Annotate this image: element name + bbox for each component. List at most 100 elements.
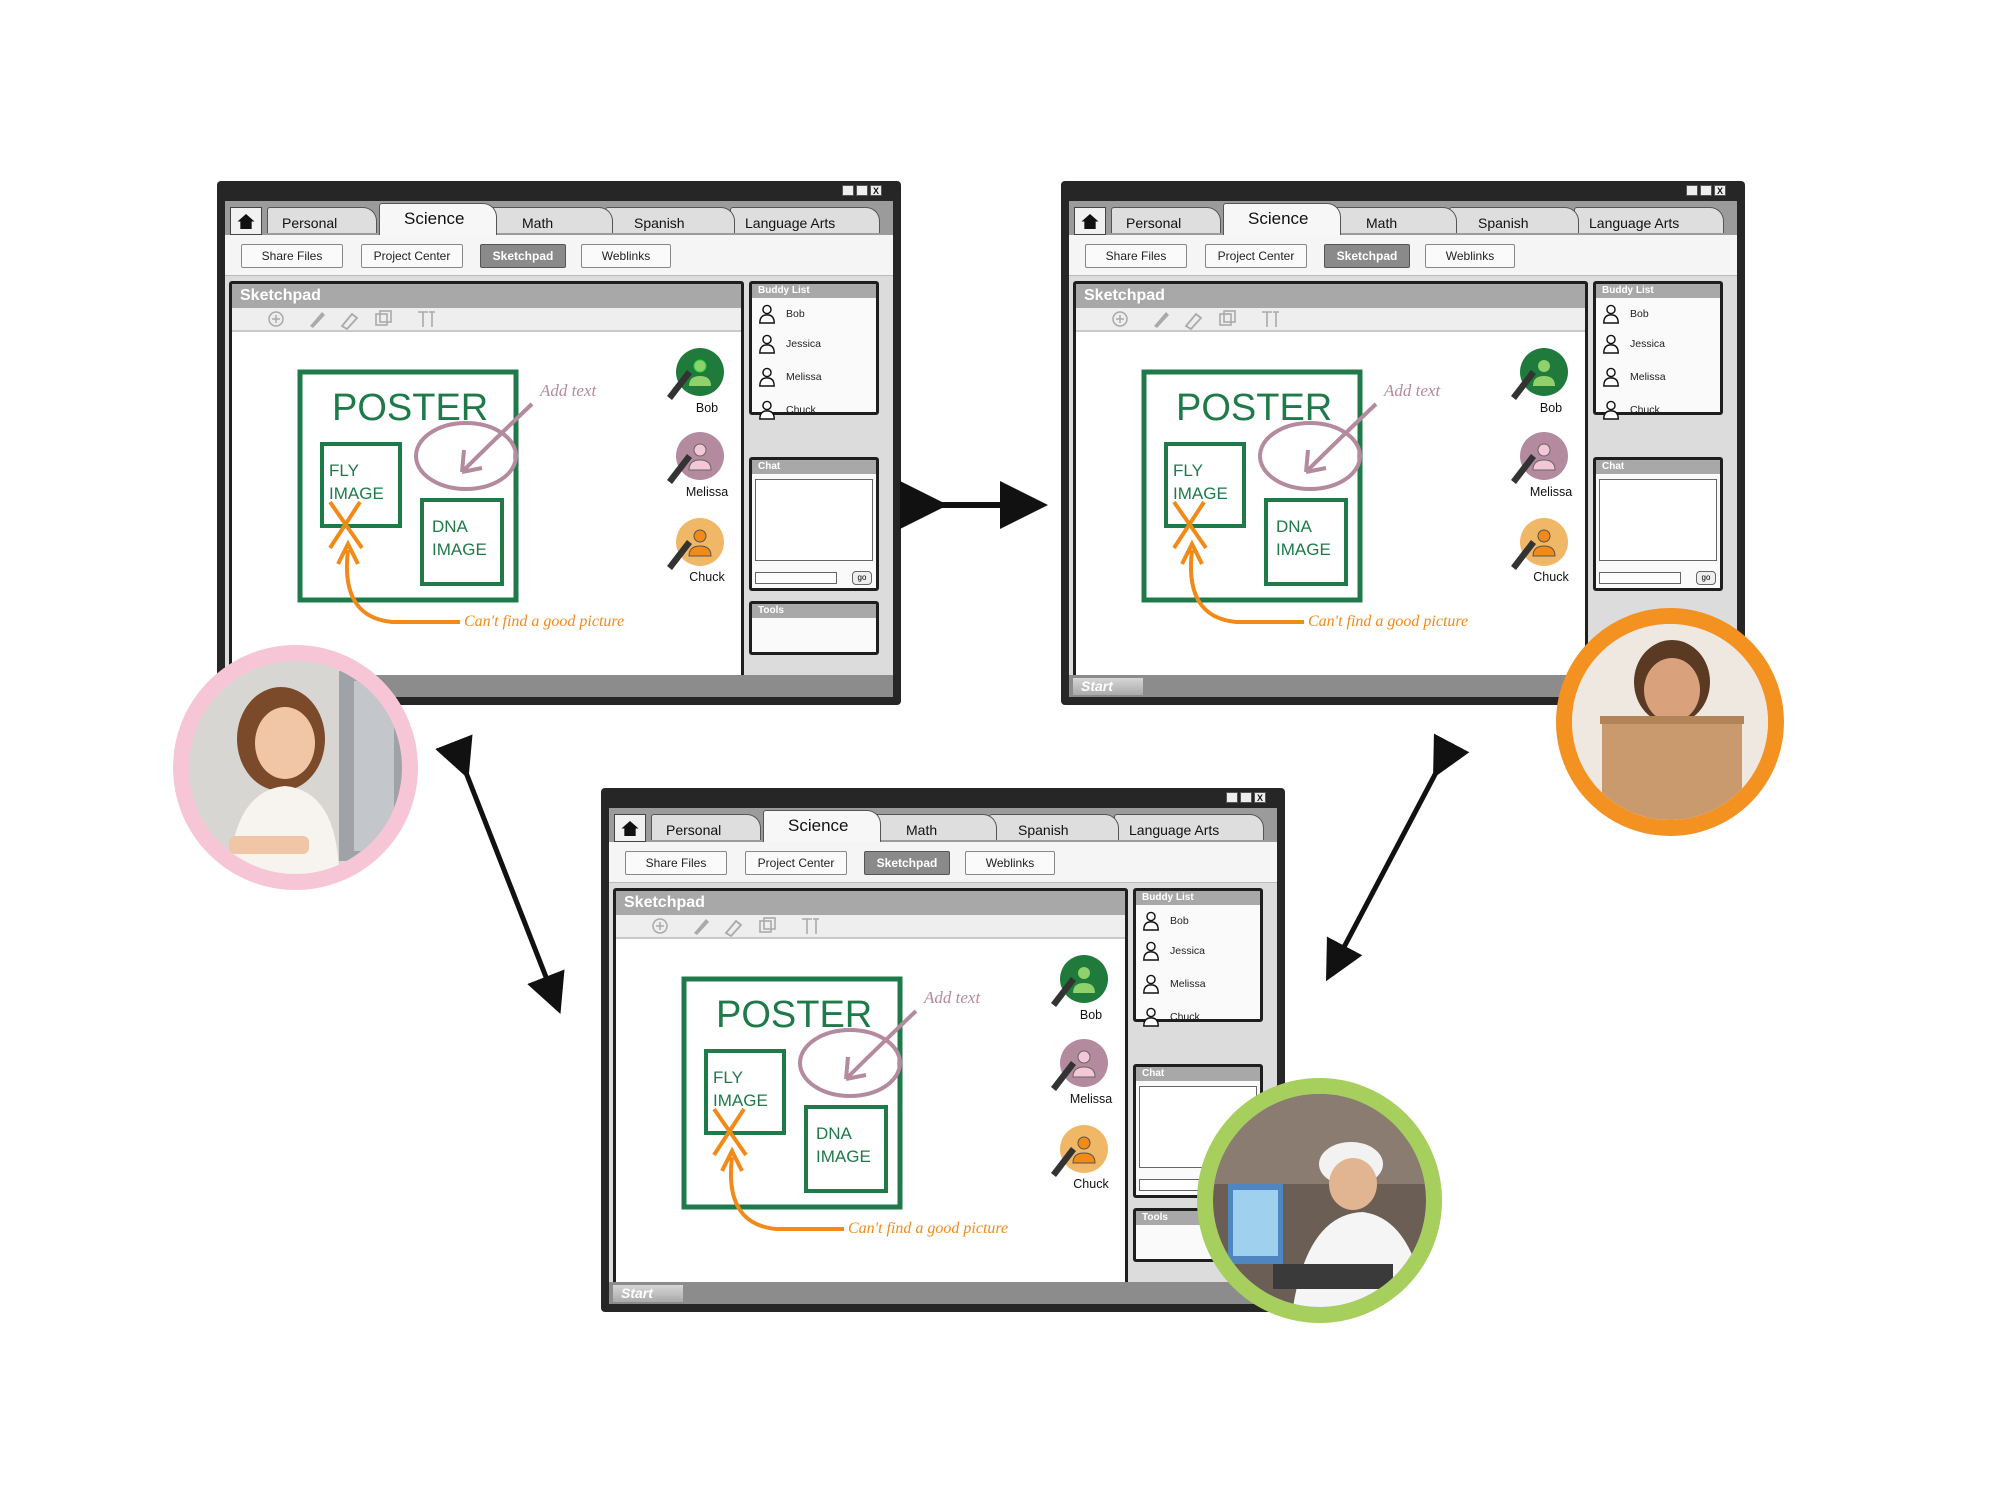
home-button[interactable] (1074, 207, 1106, 235)
tab-math[interactable]: Math (1331, 207, 1457, 233)
weblinks-button[interactable]: Weblinks (581, 244, 671, 268)
home-button[interactable] (230, 207, 262, 235)
sketchpad-button[interactable]: Sketchpad (480, 244, 566, 268)
tab-language-arts[interactable]: Language Arts (730, 207, 880, 233)
start-button[interactable]: Start (613, 1285, 683, 1302)
tab-spanish[interactable]: Spanish (1449, 207, 1579, 233)
tab-personal[interactable]: Personal (651, 814, 761, 840)
chat-input[interactable] (755, 572, 837, 584)
drawing-canvas[interactable]: POSTER FLY IMAGE DNA IMAGE Add text Can'… (232, 332, 741, 689)
buddy-item[interactable]: Jessica (758, 332, 821, 356)
chat-log[interactable] (755, 479, 873, 561)
tab-language-arts[interactable]: Language Arts (1114, 814, 1264, 840)
maximize-icon[interactable] (856, 185, 868, 196)
buddy-item[interactable]: Bob (1142, 909, 1189, 933)
add-icon[interactable] (1112, 311, 1128, 327)
buddy-name: Jessica (1170, 945, 1206, 957)
chat-title: Chat (752, 460, 876, 474)
house-icon (1080, 213, 1100, 230)
layers-icon[interactable] (1219, 310, 1236, 326)
buddy-name: Melissa (786, 371, 822, 383)
start-button[interactable]: Start (1073, 678, 1143, 695)
person-icon (1602, 400, 1620, 420)
dna-image-text: IMAGE (432, 540, 487, 559)
sketchpad-button[interactable]: Sketchpad (864, 851, 950, 875)
maximize-icon[interactable] (1700, 185, 1712, 196)
chat-go-button[interactable]: go (1696, 571, 1716, 585)
tab-language-arts[interactable]: Language Arts (1574, 207, 1724, 233)
pencil-icon[interactable] (694, 919, 709, 935)
buddy-name: Chuck (786, 404, 816, 416)
chuck-pen-icon (1051, 1125, 1108, 1177)
share-files-button[interactable]: Share Files (241, 244, 343, 268)
tab-math[interactable]: Math (487, 207, 613, 233)
buddy-item[interactable]: Melissa (1142, 972, 1206, 996)
collaborator-label-chuck: Chuck (689, 570, 725, 584)
project-center-button[interactable]: Project Center (361, 244, 463, 268)
buddy-item[interactable]: Chuck (1142, 1005, 1200, 1029)
sketchpad-button[interactable]: Sketchpad (1324, 244, 1410, 268)
close-icon[interactable]: X (1254, 792, 1266, 803)
sketchpad-panel: Sketchpad POSTER FLY IMAGE (229, 281, 744, 693)
chat-title: Chat (1136, 1067, 1260, 1081)
maximize-icon[interactable] (1240, 792, 1252, 803)
buddy-item[interactable]: Jessica (1142, 939, 1205, 963)
eraser-icon[interactable] (1184, 312, 1203, 330)
buddy-item[interactable]: Bob (758, 302, 805, 326)
minimize-icon[interactable] (842, 185, 854, 196)
text-tool-icon[interactable] (1262, 311, 1279, 327)
subject-tabs: Personal Language Arts Spanish Math Scie… (1069, 201, 1737, 237)
buddy-item[interactable]: Jessica (1602, 332, 1665, 356)
collaborator-label-melissa: Melissa (685, 485, 729, 499)
buddy-name: Jessica (786, 338, 822, 350)
close-icon[interactable]: X (870, 185, 882, 196)
tab-science[interactable]: Science (763, 810, 881, 844)
layers-icon[interactable] (759, 917, 776, 933)
tab-personal[interactable]: Personal (1111, 207, 1221, 233)
fly-image-text: IMAGE (713, 1091, 768, 1110)
text-tool-icon[interactable] (802, 918, 819, 934)
eraser-icon[interactable] (724, 919, 743, 937)
chat-input[interactable] (1599, 572, 1681, 584)
sketch-toolbar (232, 308, 741, 332)
text-tool-icon[interactable] (418, 311, 435, 327)
tab-science[interactable]: Science (379, 203, 497, 237)
house-icon (620, 820, 640, 837)
tab-spanish[interactable]: Spanish (605, 207, 735, 233)
layers-icon[interactable] (375, 310, 392, 326)
project-center-button[interactable]: Project Center (1205, 244, 1307, 268)
add-icon[interactable] (652, 918, 668, 934)
chat-log[interactable] (1599, 479, 1717, 561)
share-files-button[interactable]: Share Files (1085, 244, 1187, 268)
tab-math[interactable]: Math (871, 814, 997, 840)
weblinks-button[interactable]: Weblinks (1425, 244, 1515, 268)
minimize-icon[interactable] (1226, 792, 1238, 803)
sketchpad-title: Sketchpad (232, 284, 741, 308)
pencil-icon[interactable] (1154, 312, 1169, 328)
buddy-item[interactable]: Chuck (758, 398, 816, 422)
buddy-item[interactable]: Bob (1602, 302, 1649, 326)
share-files-button[interactable]: Share Files (625, 851, 727, 875)
add-icon[interactable] (268, 311, 284, 327)
drawing-canvas[interactable]: POSTER FLY IMAGE DNA IMAGE Add text Can'… (1076, 332, 1585, 689)
buddy-item[interactable]: Chuck (1602, 398, 1660, 422)
tab-spanish[interactable]: Spanish (989, 814, 1119, 840)
project-center-button[interactable]: Project Center (745, 851, 847, 875)
pencil-icon[interactable] (310, 312, 325, 328)
tab-personal[interactable]: Personal (267, 207, 377, 233)
minimize-icon[interactable] (1686, 185, 1698, 196)
home-button[interactable] (614, 814, 646, 842)
subject-tabs: Personal Language Arts Spanish Math Scie… (609, 808, 1277, 844)
buddy-item[interactable]: Melissa (758, 365, 822, 389)
fly-text: FLY (713, 1068, 743, 1087)
user-photo-girl (173, 645, 418, 890)
weblinks-button[interactable]: Weblinks (965, 851, 1055, 875)
chat-go-button[interactable]: go (852, 571, 872, 585)
eraser-icon[interactable] (340, 312, 359, 330)
drawing-canvas[interactable]: POSTER FLY IMAGE DNA IMAGE Add text Can'… (616, 939, 1125, 1296)
tab-science[interactable]: Science (1223, 203, 1341, 237)
sub-navigation: Share Files Project Center Sketchpad Web… (225, 235, 893, 276)
arrow-right-diagonal (1326, 733, 1470, 982)
close-icon[interactable]: X (1714, 185, 1726, 196)
buddy-item[interactable]: Melissa (1602, 365, 1666, 389)
